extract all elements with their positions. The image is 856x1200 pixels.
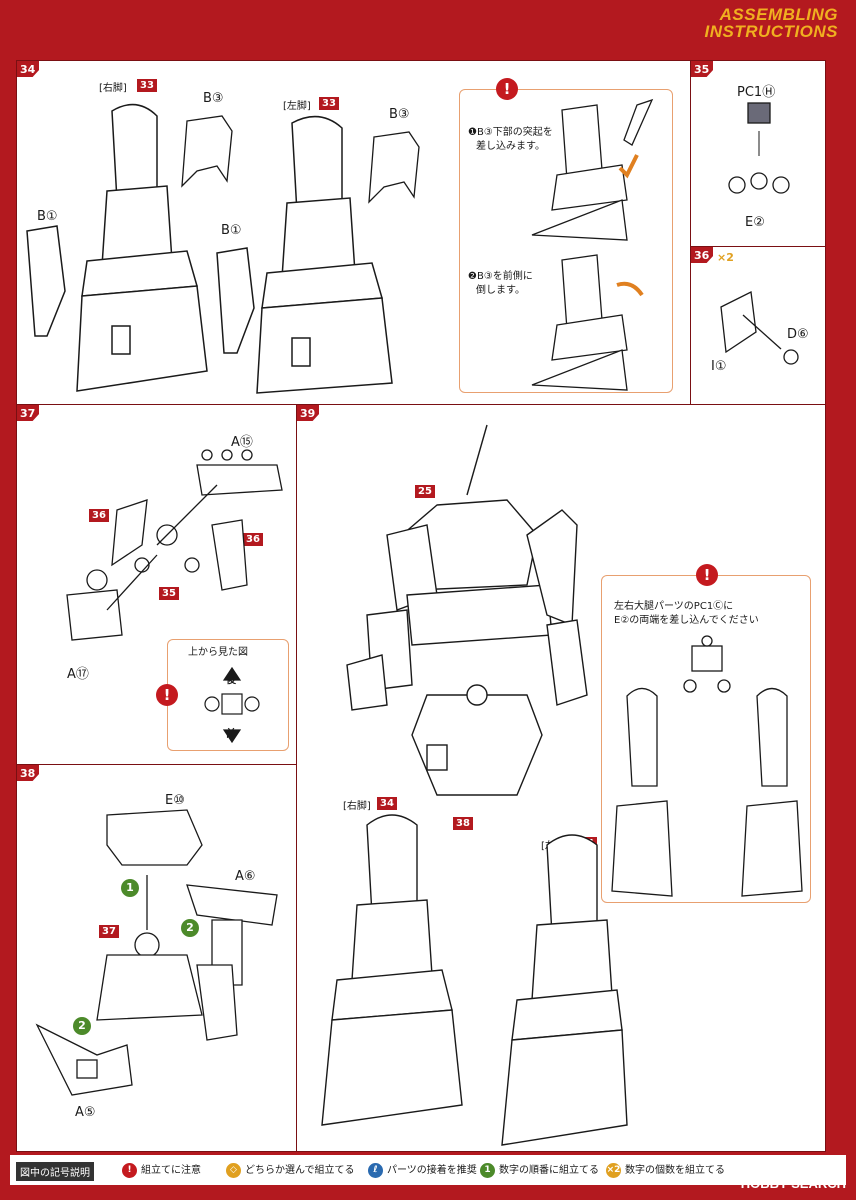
step-34-note: ! ❶B③下部の突起を 差し込みます。 ❷B③を前側に 倒します。: [459, 78, 673, 393]
leg-illustration-right: [26, 103, 208, 392]
label-b3-right: B③: [203, 91, 224, 106]
step-39-panel: 39 25 [右脚] 34 38 [左脚] 34 ! 左右大腿パーツのPC1Ⓒに…: [296, 404, 826, 1152]
count-badge: ×2: [717, 251, 734, 264]
step-number: 36: [691, 247, 714, 263]
glue-icon: ℓ: [368, 1162, 383, 1178]
note-line-2: ❷B③を前側に: [468, 271, 533, 282]
label-front: 前: [226, 729, 236, 740]
legend-glue-label: パーツの接着を推奨: [387, 1165, 477, 1176]
leg-illustration-left: [216, 115, 393, 394]
detail-illustration-2: [531, 254, 644, 391]
order-2-icon-left: 2: [73, 1017, 91, 1035]
label-b1-left: B①: [221, 223, 242, 238]
label-a15: A⑮: [231, 435, 253, 450]
caution-icon: !: [156, 684, 178, 706]
header-line2: INSTRUCTIONS: [704, 22, 838, 41]
step-37-panel: 37 A⑮ A⑰ 36 36 35 上から見た図 ! 後 前: [16, 404, 302, 766]
step-number: 38: [17, 765, 40, 781]
legend-item-glue: ℓ パーツの接着を推奨: [368, 1161, 477, 1178]
part-b3-left: [368, 131, 420, 204]
step-38-panel: 38 E⑩ A⑥ A⑤ 37 1 2 2: [16, 764, 302, 1152]
part-ref-38: 38: [453, 817, 473, 830]
legend-title: 図中の記号説明: [16, 1162, 94, 1181]
robot-upper-body: [346, 424, 588, 711]
top-view-note: 上から見た図 ! 後 前: [156, 639, 289, 751]
step-36-illustration: [720, 291, 799, 365]
caution-icon: !: [696, 564, 718, 586]
step-38-illustration: [35, 809, 278, 1096]
legend-item-caution: ! 組立てに注意: [122, 1161, 201, 1178]
robot-waist: [411, 684, 543, 796]
legend-item-choose: ◇ どちらか選んで組立てる: [226, 1161, 355, 1178]
caution-icon: !: [122, 1162, 137, 1178]
watermark: HOBBY SEARCH: [740, 1176, 846, 1191]
order-1-icon: 1: [121, 879, 139, 897]
step-number: 34: [17, 61, 40, 77]
step-37-illustration: [66, 449, 283, 641]
label-b1-right: B①: [37, 209, 58, 224]
label-b3-left: B③: [389, 107, 410, 122]
note-illustration: [611, 635, 803, 897]
label-e2: E②: [745, 215, 765, 230]
legend-order-label: 数字の順番に組立てる: [499, 1165, 599, 1176]
step-39-note: ! 左右大腿パーツのPC1Ⓒに E②の両端を差し込んでください: [601, 564, 811, 903]
step-35-panel: 35 PC1Ⓗ E②: [690, 60, 826, 248]
part-ref-25: 25: [415, 485, 435, 498]
legend-count-label: 数字の個数を組立てる: [625, 1165, 725, 1176]
note-line-1b: 差し込みます。: [476, 141, 545, 152]
part-ref-36-left: 36: [89, 509, 109, 522]
label-a6: A⑥: [235, 869, 256, 884]
robot-legs: [321, 814, 628, 1146]
step-number: 37: [17, 405, 40, 421]
caution-icon: !: [496, 78, 518, 100]
count-icon: ×2: [606, 1162, 621, 1178]
step-number: 39: [297, 405, 320, 421]
right-leg-label: [右脚]: [99, 83, 127, 94]
part-ref-35: 35: [159, 587, 179, 600]
note-line-2b: 倒します。: [476, 285, 525, 296]
left-leg-label: [左脚]: [283, 101, 311, 112]
part-ref-36-right: 36: [243, 533, 263, 546]
detail-illustration-1: [531, 98, 654, 241]
legend-item-count: ×2 数字の個数を組立てる: [606, 1161, 725, 1178]
page-header: ASSEMBLING INSTRUCTIONS: [705, 6, 839, 40]
step-34-panel: 34 [右脚] 33 [左脚] 33 B③ B③ B① B① ! ❶B③下部の突…: [16, 60, 692, 406]
order-2-icon-right: 2: [181, 919, 199, 937]
label-pc1h: PC1Ⓗ: [737, 85, 776, 100]
part-ref-34-right: 34: [377, 797, 397, 810]
note-line-1: ❶B③下部の突起を: [468, 127, 553, 138]
part-ref-33-right: 33: [137, 79, 157, 92]
label-i1: I①: [711, 359, 727, 374]
pc1h-part: [728, 102, 790, 194]
step-number: 35: [691, 61, 714, 77]
header-line1: ASSEMBLING: [719, 5, 838, 24]
note-line-2: E②の両端を差し込んでください: [614, 615, 759, 626]
part-b3-right: [181, 115, 233, 188]
label-d6: D⑥: [787, 327, 809, 342]
part-ref-37: 37: [99, 925, 119, 938]
label-a17: A⑰: [67, 667, 89, 682]
top-view-diagram: [204, 666, 260, 744]
order-icon: 1: [480, 1162, 495, 1178]
legend-caution-label: 組立てに注意: [141, 1165, 201, 1176]
label-e10: E⑩: [165, 793, 185, 808]
part-ref-33-left: 33: [319, 97, 339, 110]
choose-icon: ◇: [226, 1162, 241, 1178]
step-36-panel: 36 ×2 D⑥ I①: [690, 246, 826, 406]
right-leg-label: [右脚]: [343, 801, 371, 812]
label-back: 後: [226, 675, 236, 686]
label-a5: A⑤: [75, 1105, 96, 1120]
legend-item-order: 1 数字の順番に組立てる: [480, 1161, 599, 1178]
legend-choose-label: どちらか選んで組立てる: [245, 1165, 355, 1176]
top-view-label: 上から見た図: [188, 647, 248, 658]
note-line-1: 左右大腿パーツのPC1Ⓒに: [614, 601, 734, 612]
